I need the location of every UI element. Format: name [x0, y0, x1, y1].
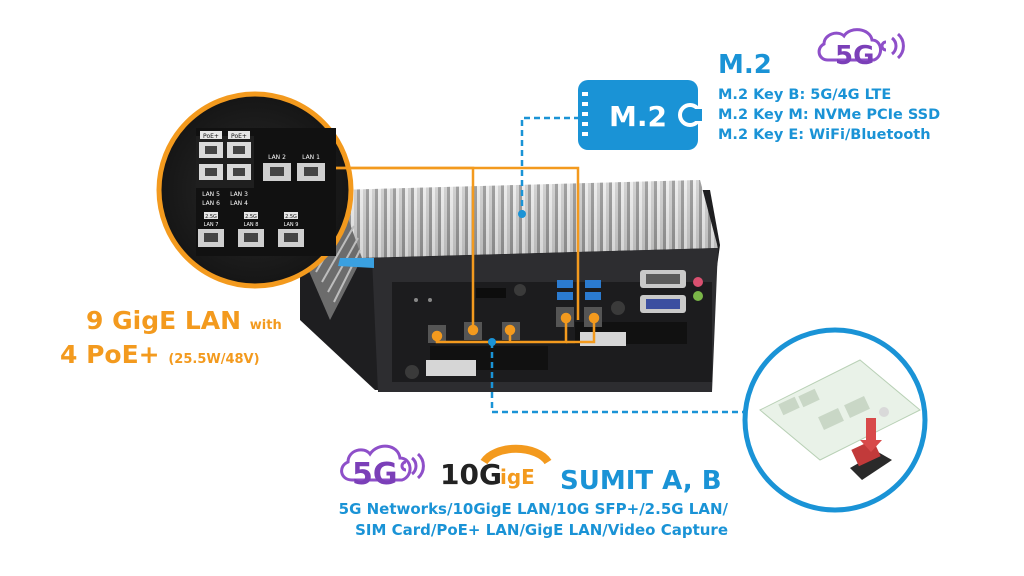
rj45-label-lan1: LAN 1 — [302, 154, 320, 161]
poe-detail: (25.5W/48V) — [168, 352, 260, 367]
m2-connector-dot — [518, 210, 526, 218]
sumit-line-1: 5G Networks/10GigE LAN/10G SFP+/2.5G LAN… — [338, 500, 728, 518]
m2-title: M.2 — [718, 50, 772, 80]
bottom-label-lan7: LAN 7 — [204, 222, 219, 228]
sumit-title: SUMIT A, B — [560, 466, 722, 496]
lan-port-zoom: PoE+ PoE+ LAN 5 LAN 6 LAN 3 LAN 4 LAN 2 … — [156, 91, 354, 289]
m2-chip-label: M.2 — [609, 100, 667, 133]
m2-key-b: M.2 Key B: 5G/4G LTE — [718, 87, 892, 103]
5g-logo-bottom: 5G — [340, 444, 425, 492]
m2-key-m: M.2 Key M: NVMe PCIe SSD — [718, 107, 941, 123]
10gige-logo: 10G igE — [440, 444, 552, 491]
poe-tag-2: PoE+ — [231, 133, 247, 140]
m2-connector-line — [520, 116, 580, 212]
tag-25g-3: 2.5G — [285, 214, 297, 220]
svg-text:5G: 5G — [352, 457, 398, 492]
stack-label-lan3: LAN 3 — [230, 191, 248, 198]
lan-connector-lines — [336, 166, 600, 344]
sumit-line-2: SIM Card/PoE+ LAN/GigE LAN/Video Capture — [355, 521, 728, 539]
bottom-label-lan9: LAN 9 — [284, 222, 299, 228]
5g-logo-top: 5G — [817, 28, 905, 71]
stack-label-lan4: LAN 4 — [230, 200, 248, 207]
tag-25g-2: 2.5G — [245, 214, 257, 220]
svg-text:10G: 10G — [440, 458, 502, 491]
sumit-board-zoom — [742, 327, 928, 513]
rj45-label-lan2: LAN 2 — [268, 154, 286, 161]
svg-text:5G: 5G — [835, 41, 874, 71]
bottom-label-lan8: LAN 8 — [244, 222, 259, 228]
m2-key-e: M.2 Key E: WiFi/Bluetooth — [718, 127, 931, 143]
lan-headline: 9 GigE LAN with — [86, 306, 282, 335]
sumit-connector-line — [490, 342, 760, 414]
poe-tag-1: PoE+ — [203, 133, 219, 140]
svg-text:igE: igE — [500, 465, 535, 489]
tag-25g-1: 2.5G — [205, 214, 217, 220]
poe-headline: 4 PoE+ (25.5W/48V) — [60, 340, 260, 369]
poe-count: 4 PoE+ — [60, 340, 160, 369]
lan-count: 9 GigE LAN — [86, 306, 242, 335]
lan-with: with — [249, 318, 282, 333]
embedded-pc-chassis — [300, 180, 720, 392]
stack-label-lan5: LAN 5 — [202, 191, 220, 198]
stack-label-lan6: LAN 6 — [202, 200, 220, 207]
m2-chip-icon: M.2 — [578, 80, 702, 150]
